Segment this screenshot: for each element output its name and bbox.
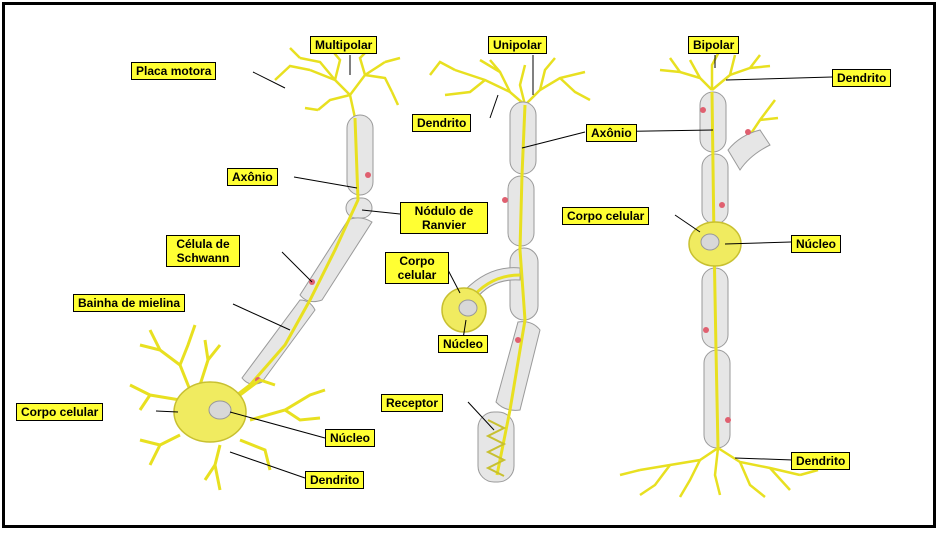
label-dendrito-bipolar-top: Dendrito (832, 69, 892, 87)
label-multipolar: Multipolar (310, 36, 378, 54)
label-axonio-multipolar: Axônio (227, 168, 278, 186)
bipolar-bottom-dendrites (619, 446, 819, 498)
label-nodulo-ranvier: Nódulo de Ranvier (400, 202, 488, 234)
multipolar-dendrites (129, 324, 326, 491)
label-placa-motora: Placa motora (131, 62, 217, 80)
label-bipolar: Bipolar (688, 36, 740, 54)
label-nucleo-multipolar: Núcleo (325, 429, 376, 447)
ranvier-node-dot (365, 172, 371, 178)
label-nodulo-line1: Nódulo de (414, 204, 474, 218)
label-nucleo-bipolar: Núcleo (791, 235, 842, 253)
label-corpo-celular-multipolar: Corpo celular (16, 403, 104, 421)
unipolar-nucleus (458, 299, 478, 317)
bipolar-neuron (619, 49, 819, 498)
multipolar-axon (219, 117, 360, 410)
unipolar-dendrites (429, 57, 591, 106)
ranvier-node-dot (502, 197, 508, 203)
leader-lines (155, 55, 833, 479)
ranvier-node-dot (700, 107, 706, 113)
bipolar-nucleus (700, 233, 720, 251)
label-receptor: Receptor (381, 394, 444, 412)
label-corpo-celular-bipolar: Corpo celular (562, 207, 650, 225)
ranvier-node-dot (725, 417, 731, 423)
label-corpo-uni-line1: Corpo (399, 254, 435, 268)
label-nucleo-unipolar: Núcleo (438, 335, 489, 353)
label-corpo-uni-line2: celular (397, 268, 437, 282)
label-corpo-celular-unipolar: Corpo celular (385, 252, 449, 284)
label-axonio-shared: Axônio (586, 124, 637, 142)
diagram-frame (2, 2, 936, 528)
label-dendrito-unipolar: Dendrito (412, 114, 472, 132)
ranvier-node-dot (745, 129, 751, 135)
multipolar-nucleus (208, 400, 232, 420)
label-dendrito-bipolar-bottom: Dendrito (791, 452, 851, 470)
label-unipolar: Unipolar (488, 36, 547, 54)
unipolar-axon (495, 104, 527, 476)
label-dendrito-multipolar: Dendrito (305, 471, 365, 489)
label-nodulo-line2: Ranvier (421, 218, 467, 232)
motor-plate-branches (274, 47, 401, 119)
multipolar-myelin-segments (241, 114, 374, 385)
ranvier-node-dot (719, 202, 725, 208)
receptor-coil (485, 419, 507, 477)
label-celula-line1: Célula de (176, 237, 230, 251)
label-celula-line2: Schwann (176, 251, 230, 265)
multipolar-neuron (129, 47, 401, 491)
label-celula-schwann: Célula de Schwann (166, 235, 240, 267)
ranvier-node-dot (515, 337, 521, 343)
ranvier-node-dot (703, 327, 709, 333)
bipolar-myelin-segments (699, 91, 771, 449)
unipolar-neuron (429, 57, 591, 483)
bipolar-axon (710, 91, 720, 449)
label-bainha-mielina: Bainha de mielina (73, 294, 186, 312)
